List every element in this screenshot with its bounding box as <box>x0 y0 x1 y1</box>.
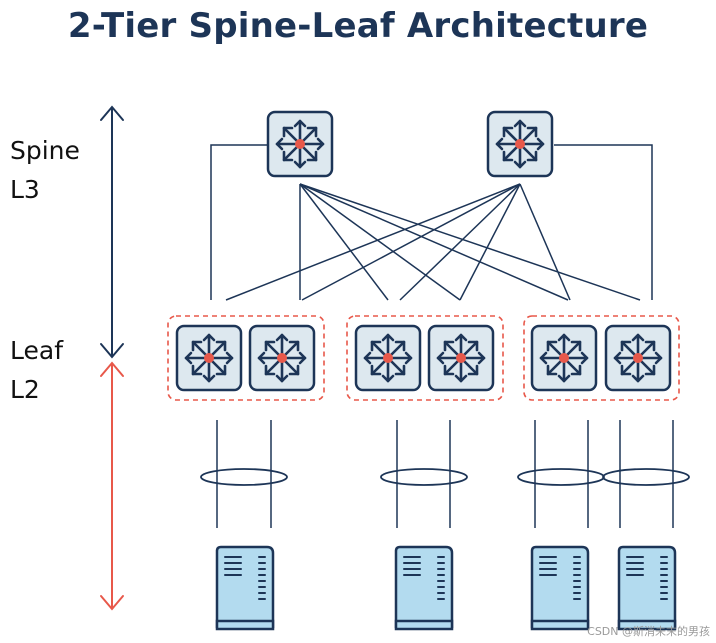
switch-arrows-icon <box>427 324 495 392</box>
link-aggregation-ellipses <box>200 468 690 486</box>
leaf-switch <box>248 324 316 392</box>
server-1 <box>215 545 275 631</box>
server-2 <box>394 545 454 631</box>
leaf-switch <box>175 324 243 392</box>
leaf-group-1 <box>167 315 325 401</box>
leaf-tier-label: Leaf <box>10 336 63 365</box>
spine-switch-1 <box>266 110 334 178</box>
diagram-title: 2-Tier Spine-Leaf Architecture <box>67 6 649 46</box>
spine-layer-label: L3 <box>10 175 40 204</box>
leaf-switch <box>354 324 422 392</box>
spine-tier-label: Spine <box>10 136 80 165</box>
leaf-group-3 <box>523 315 680 401</box>
watermark: CSDN @斯消未末的男孩 <box>587 625 710 638</box>
switch-arrows-icon <box>604 324 672 392</box>
switch-arrows-icon <box>266 110 334 178</box>
leaf-layer-label: L2 <box>10 375 40 404</box>
switch-arrows-icon <box>486 110 554 178</box>
spine-tier-arrow <box>100 105 124 359</box>
server-icon <box>617 545 677 631</box>
switch-arrows-icon <box>248 324 316 392</box>
switch-arrows-icon <box>175 324 243 392</box>
leaf-group-2 <box>346 315 504 401</box>
server-icon <box>215 545 275 631</box>
leaf-switch <box>427 324 495 392</box>
leaf-tier-arrow <box>100 361 124 611</box>
server-icon <box>394 545 454 631</box>
leaf-switch <box>530 324 598 392</box>
leaf-switch <box>604 324 672 392</box>
switch-arrows-icon <box>530 324 598 392</box>
spine-leaf-links <box>210 144 653 301</box>
server-3 <box>530 545 590 631</box>
server-4 <box>617 545 677 631</box>
spine-switch-2 <box>486 110 554 178</box>
server-links <box>216 420 674 528</box>
server-icon <box>530 545 590 631</box>
switch-arrows-icon <box>354 324 422 392</box>
